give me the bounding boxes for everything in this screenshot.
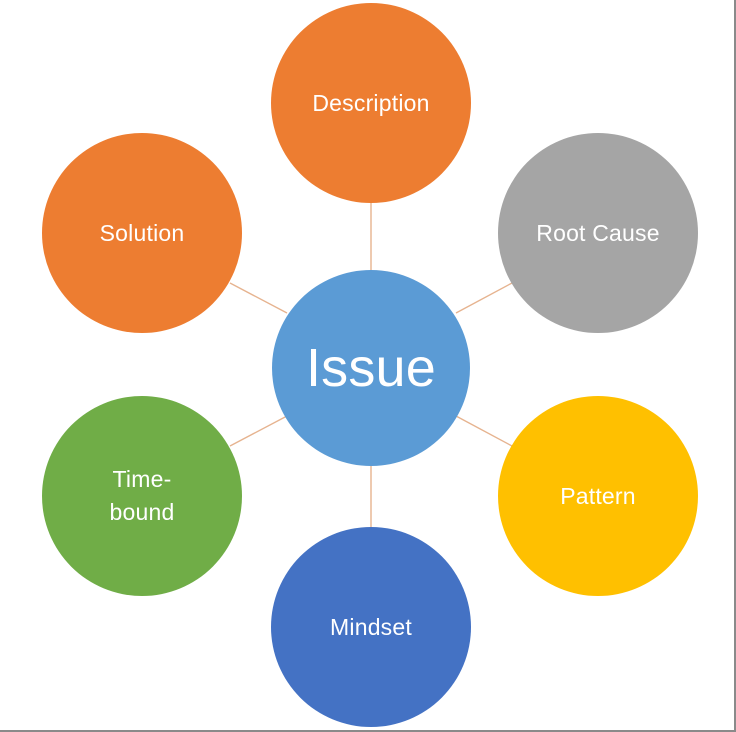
- node-root-cause: Root Cause: [498, 133, 698, 333]
- node-description: Description: [271, 3, 471, 203]
- connector-timebound: [229, 415, 288, 447]
- node-time-bound: Time- bound: [42, 396, 242, 596]
- node-solution-label: Solution: [99, 219, 185, 246]
- node-pattern: Pattern: [498, 396, 698, 596]
- node-mindset: Mindset: [271, 527, 471, 727]
- node-issue-center: Issue: [272, 270, 470, 466]
- node-time-bound-label: Time- bound: [109, 466, 175, 525]
- node-description-label: Description: [312, 89, 430, 116]
- node-root-cause-label: Root Cause: [536, 219, 660, 246]
- connector-rootcause: [455, 282, 513, 314]
- node-solution: Solution: [42, 133, 242, 333]
- connector-pattern: [455, 415, 513, 447]
- connector-solution: [229, 282, 288, 314]
- node-mindset-label: Mindset: [330, 613, 412, 640]
- node-issue-label: Issue: [305, 338, 437, 398]
- node-pattern-label: Pattern: [560, 482, 636, 509]
